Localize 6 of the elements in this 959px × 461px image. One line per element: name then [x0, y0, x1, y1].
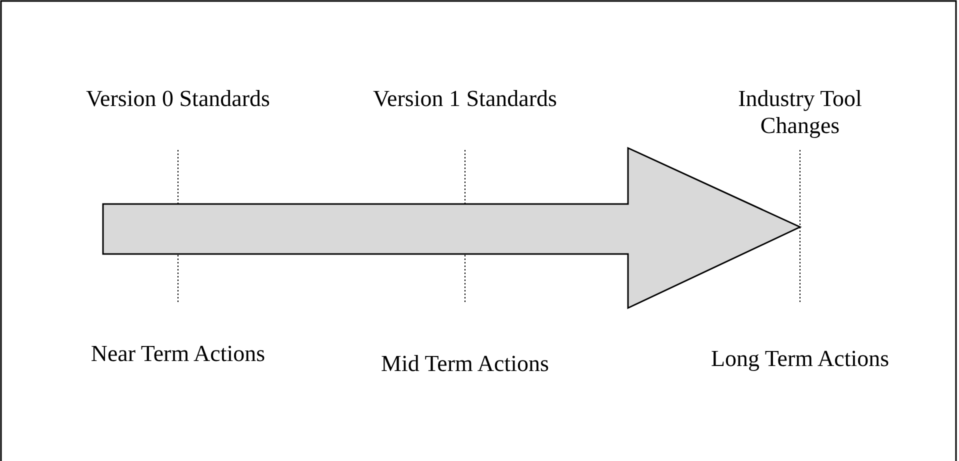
milestone-label: Version 0 Standards [85, 85, 271, 112]
action-label: Mid Term Actions [380, 350, 550, 377]
action-label: Long Term Actions [710, 345, 890, 372]
action-label: Near Term Actions [90, 340, 266, 367]
milestone-label: Industry Tool Changes [737, 85, 863, 139]
milestone-label: Version 1 Standards [372, 85, 558, 112]
